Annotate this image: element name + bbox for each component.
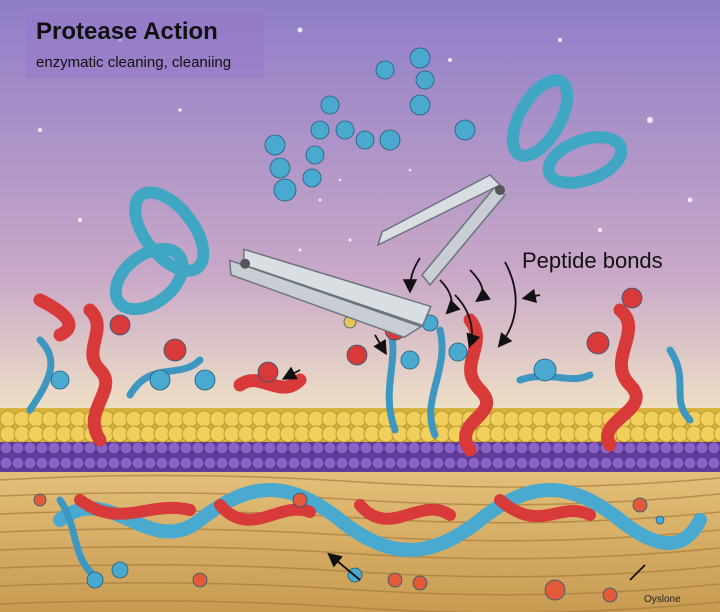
scissors-left-icon — [109, 186, 432, 339]
amino-acid-beads — [33, 47, 665, 603]
arrows — [281, 257, 646, 581]
peptide-bonds-label: Peptide bonds — [522, 248, 663, 273]
lipid-layer — [0, 408, 720, 443]
helix-ribbon — [53, 483, 707, 557]
sparkles — [38, 27, 693, 252]
page-subtitle: enzymatic cleaning, cleaniing — [36, 54, 232, 71]
scissors-right-icon — [376, 74, 628, 287]
corner-label: Oyslone — [644, 594, 681, 605]
title-panel — [26, 12, 264, 78]
page-title: Protease Action — [36, 18, 218, 45]
membrane-layer — [0, 438, 720, 472]
